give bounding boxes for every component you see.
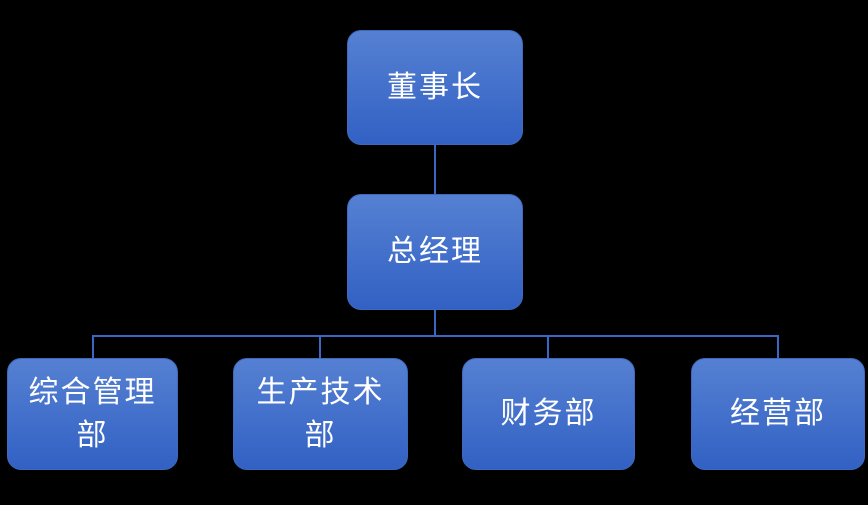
org-node-dept-general-management-label-line2: 部 — [76, 418, 109, 453]
connector-gm-stem — [434, 310, 436, 336]
connector-drop-general-management — [92, 337, 94, 358]
org-node-dept-general-management-label-line1: 综合管理 — [28, 374, 157, 410]
org-node-dept-general-management[interactable]: 综合管理 部 — [7, 358, 178, 470]
org-node-dept-finance-label: 财务部 — [500, 396, 597, 432]
connector-drop-finance — [547, 337, 549, 358]
org-node-dept-operations-label: 经营部 — [730, 396, 826, 432]
org-node-dept-finance[interactable]: 财务部 — [462, 358, 635, 470]
org-node-chairman-label: 董事长 — [387, 69, 483, 105]
connector-horizontal-rail — [92, 335, 779, 337]
connector-chairman-to-gm — [434, 145, 436, 194]
org-node-chairman[interactable]: 董事长 — [347, 30, 523, 145]
org-node-general-manager[interactable]: 总经理 — [347, 194, 523, 310]
org-node-general-manager-label: 总经理 — [387, 234, 483, 270]
org-node-dept-production-tech-label-line2: 部 — [304, 418, 337, 453]
org-node-dept-operations[interactable]: 经营部 — [691, 358, 865, 470]
org-node-dept-production-tech[interactable]: 生产技术 部 — [233, 358, 408, 470]
connector-drop-operations — [777, 337, 779, 358]
connector-drop-production-tech — [319, 337, 321, 358]
org-node-dept-production-tech-label-line1: 生产技术 — [256, 374, 385, 410]
